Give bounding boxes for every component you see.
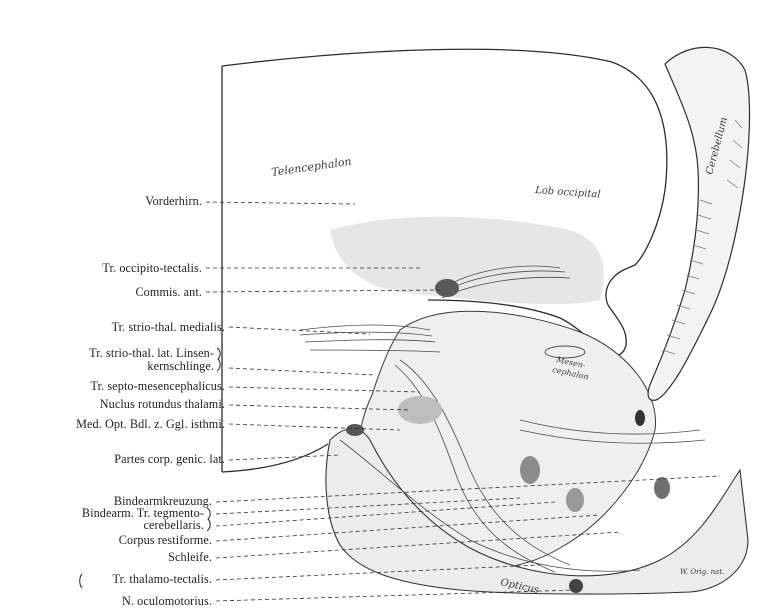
- label-thalamo-tectalis: Tr. thalamo-tectalis.: [113, 572, 212, 586]
- cerebellum-outline: [648, 47, 749, 400]
- label-schleife: Schleife.: [168, 550, 212, 564]
- dark-nucleus-4: [635, 410, 645, 426]
- brace-thalamo-tectalis: [80, 574, 82, 588]
- label-partes-corp-genic: Partes corp. genic. lat.: [114, 452, 225, 466]
- dark-nucleus-2: [566, 488, 584, 512]
- label-nuclus-rotundus: Nuclus rotundus thalami.: [100, 397, 225, 411]
- dark-nucleus-3: [654, 477, 670, 499]
- label-strio-thal-lat-2: kernschlinge.: [147, 359, 214, 373]
- dark-nucleus-1: [520, 456, 540, 484]
- labels: Vorderhirn. Tr. occipito-tectalis. Commi…: [76, 194, 225, 608]
- label-commis-ant: Commis. ant.: [135, 285, 202, 299]
- label-corpus-restiforme: Corpus restiforme.: [119, 533, 212, 547]
- hemisphere-lower-edge: [222, 444, 328, 472]
- label-oculomotorius: N. oculomotorius.: [122, 594, 212, 608]
- brace-bindearm: [207, 508, 210, 531]
- oculomotor-spot: [569, 579, 583, 593]
- handwritten-telencephalon: Telencephalon: [271, 155, 353, 179]
- handwritten-lob-occipital: Lob occipital: [534, 185, 601, 201]
- commissure-anterior-spot: [435, 279, 459, 297]
- label-cerebellaris: cerebellaris.: [143, 518, 204, 532]
- label-septo-mesencephalicus: Tr. septo-mesencephalicus.: [91, 379, 226, 393]
- brain-drawing: [222, 47, 750, 594]
- brace-strio-thal-lat: [217, 348, 220, 371]
- geniculate-spot: [346, 424, 364, 436]
- telencephalon-shading: [330, 217, 604, 304]
- label-vorderhirn: Vorderhirn.: [145, 194, 202, 208]
- label-med-opt-bdl: Med. Opt. Bdl. z. Ggl. isthmi.: [76, 417, 225, 431]
- handwritten-corner-note: W. Orig. nat.: [680, 568, 724, 576]
- label-occipito-tectalis: Tr. occipito-tectalis.: [102, 261, 202, 275]
- label-strio-thal-medialis: Tr. strio-thal. medialis.: [112, 320, 225, 334]
- label-strio-thal-lat: Tr. strio-thal. lat. Linsen-: [89, 346, 214, 360]
